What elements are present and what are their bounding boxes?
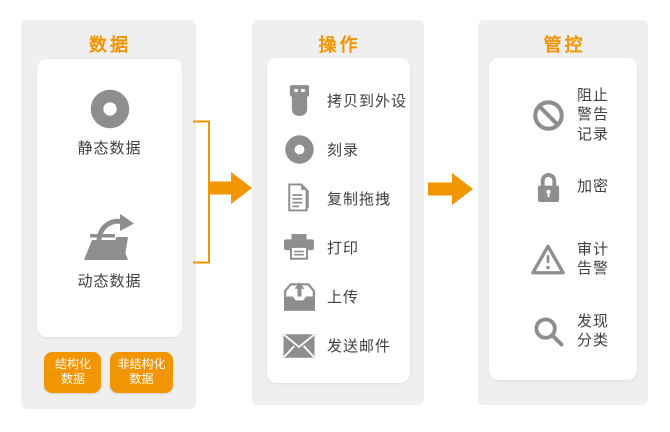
dynamic-data-label: 动态数据: [77, 273, 142, 290]
control-row-block-warn-record: 阻止 警告 记录: [489, 79, 637, 151]
operation-label: 复制拖拽: [327, 191, 392, 208]
usb-icon: [283, 84, 315, 118]
disc-icon: [283, 133, 315, 167]
operation-label: 上传: [327, 289, 360, 306]
card-operations: 拷贝到外设 刻录: [267, 58, 410, 383]
disc-icon: [90, 89, 129, 129]
arrow-data-to-operations: [193, 120, 252, 264]
panel-data-title: 数据: [89, 35, 131, 55]
control-label: 加密: [577, 178, 610, 196]
upload-tray-icon: [283, 280, 315, 314]
card-data: 静态数据 动态数据: [37, 59, 182, 337]
control-row-audit-alert: 审计 告警: [489, 223, 637, 295]
operation-row-burn: 刻录: [267, 125, 410, 174]
panel-operations-title: 操作: [318, 35, 361, 55]
control-label: 阻止 警告 记录: [577, 87, 610, 143]
structured-data-tag: 结构化 数据: [44, 351, 102, 393]
control-label: 发现 分类: [577, 312, 610, 349]
panel-control-title: 管控: [543, 35, 586, 55]
folder-export-icon: [81, 213, 139, 263]
static-data-label: 静态数据: [77, 140, 142, 157]
printer-icon: [283, 231, 315, 265]
unstructured-data-tag: 非结构化 数据: [110, 351, 173, 393]
data-tags: 结构化 数据 非结构化 数据: [21, 351, 196, 393]
operation-row-send-mail: 发送邮件: [267, 321, 410, 370]
panel-control: 管控 阻止 警告 记录: [478, 20, 648, 405]
card-control: 阻止 警告 记录 加密: [489, 58, 637, 380]
operation-row-upload: 上传: [267, 272, 410, 321]
panel-data: 数据 静态数据 动态数据 结构化 数据 非结构化 数据: [21, 20, 196, 409]
lock-icon: [531, 170, 565, 204]
operation-row-copy-to-device: 拷贝到外设: [267, 76, 410, 125]
control-row-encrypt: 加密: [489, 151, 637, 223]
search-icon: [531, 314, 565, 348]
operation-label: 刻录: [327, 142, 360, 159]
control-row-discover-classify: 发现 分类: [489, 295, 637, 367]
warning-icon: [531, 242, 565, 276]
operation-row-copy-drag: 复制拖拽: [267, 174, 410, 223]
operation-row-print: 打印: [267, 223, 410, 272]
operation-label: 发送邮件: [327, 338, 392, 355]
operation-label: 拷贝到外设: [327, 93, 408, 110]
arrow-operations-to-control: [428, 173, 473, 205]
mail-icon: [283, 329, 315, 363]
control-label: 审计 告警: [577, 240, 610, 277]
panel-operations: 操作 拷贝到外设: [252, 20, 424, 405]
operation-label: 打印: [327, 240, 360, 257]
copy-document-icon: [283, 182, 315, 216]
ban-icon: [531, 98, 565, 132]
